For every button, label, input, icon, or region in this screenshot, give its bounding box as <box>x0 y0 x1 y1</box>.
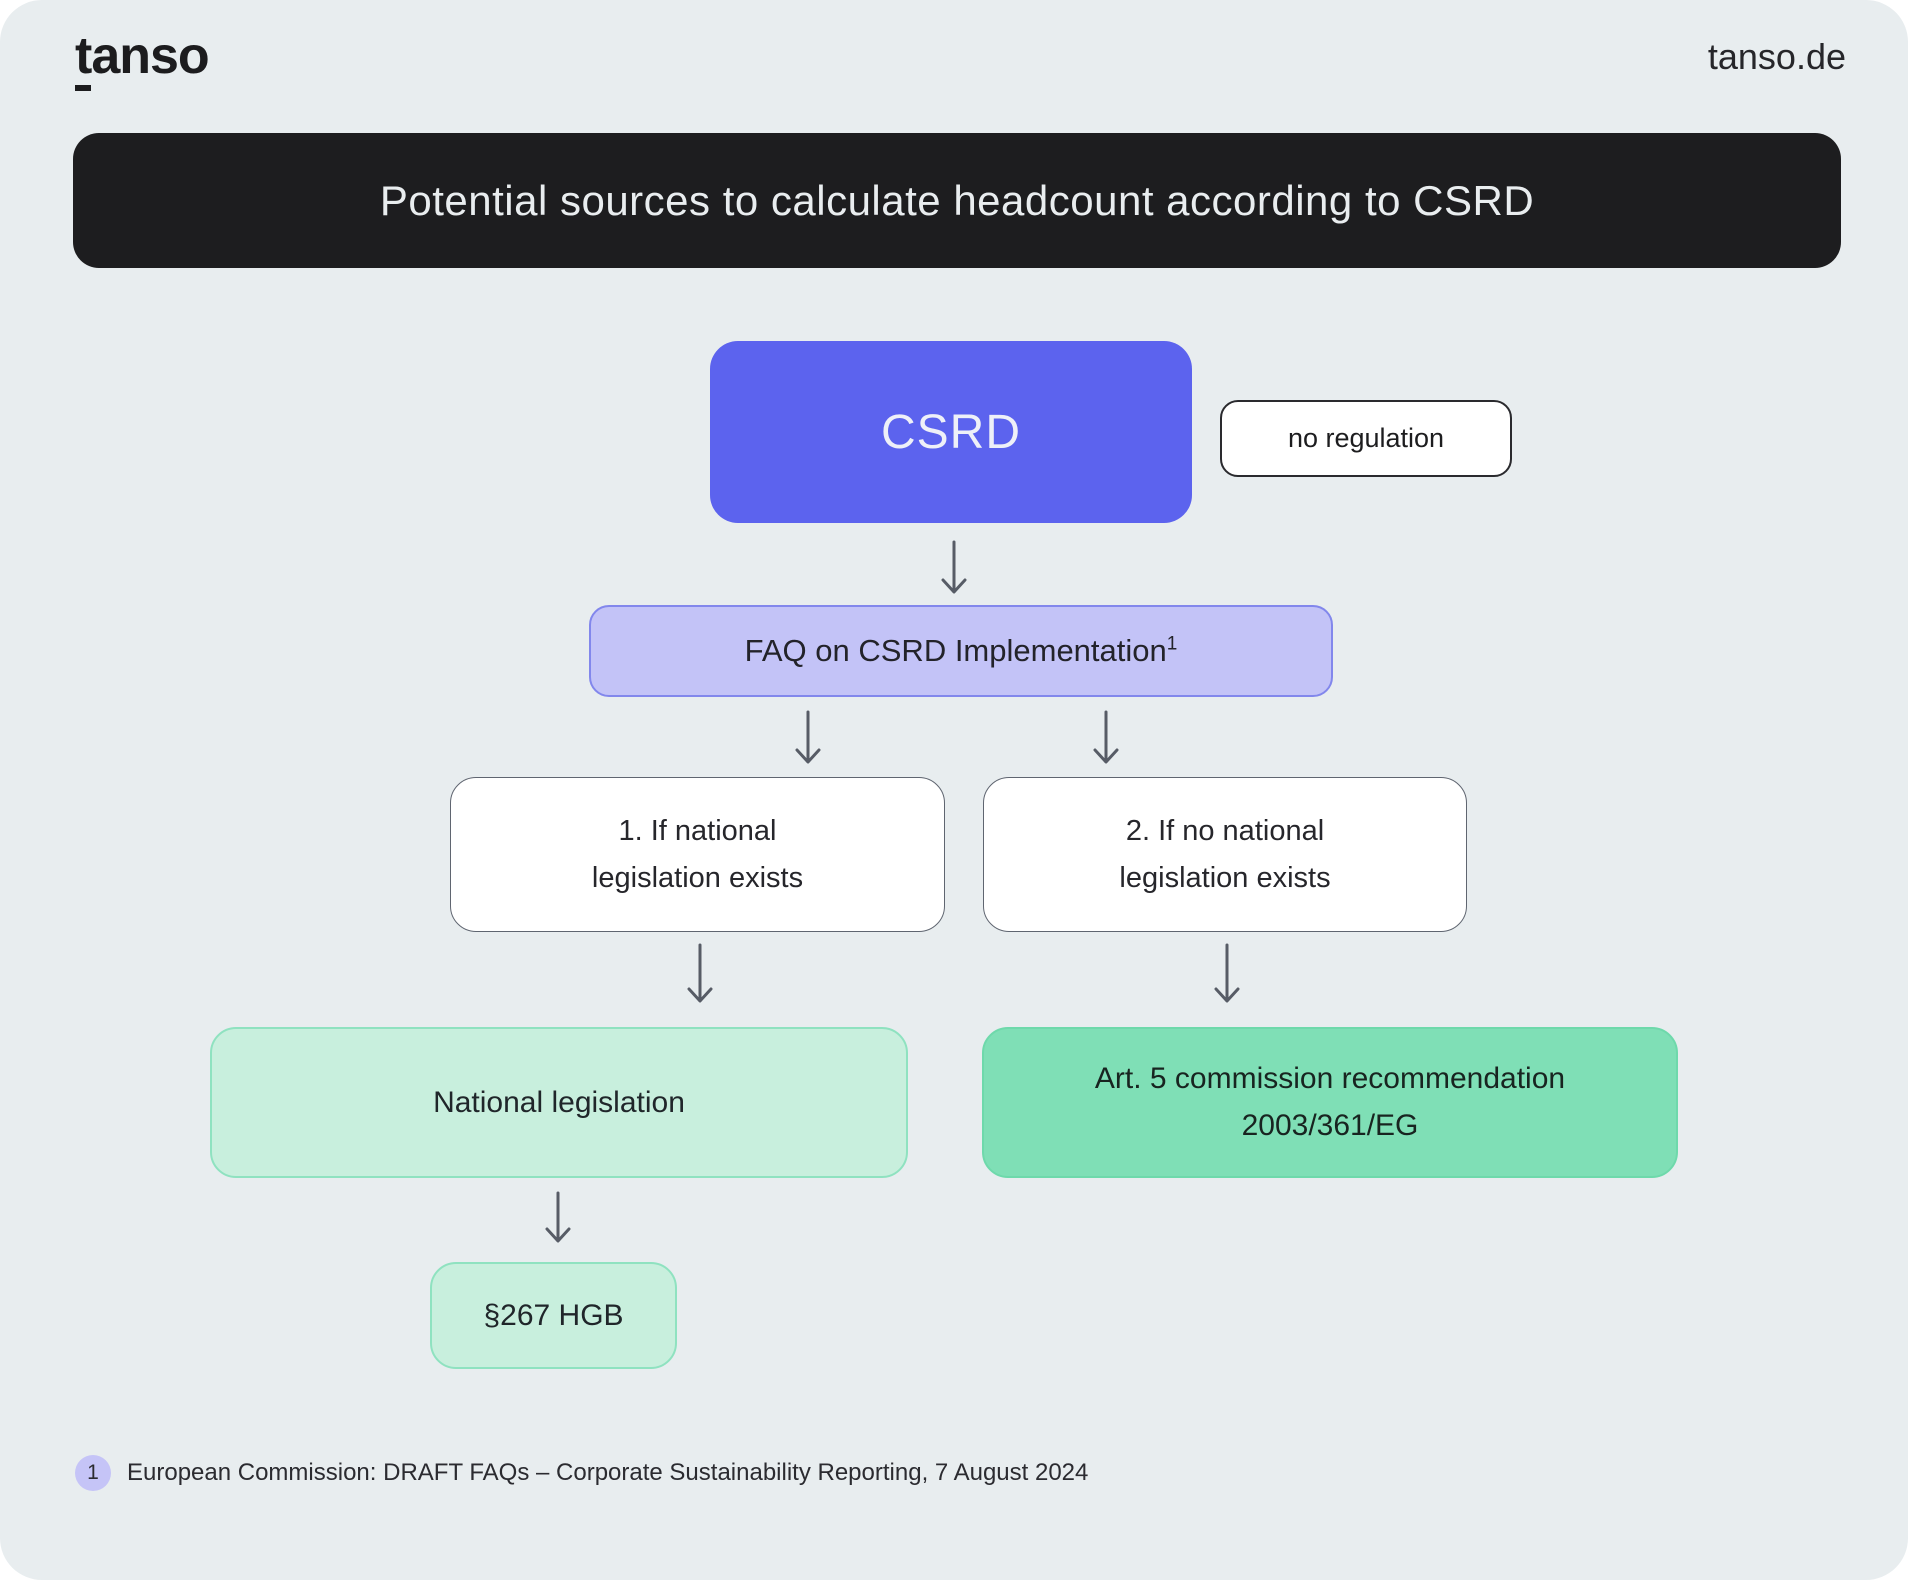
faq-label: FAQ on CSRD Implementation1 <box>745 633 1178 669</box>
flow-node-no-regulation: no regulation <box>1220 400 1512 477</box>
down-arrow-icon <box>545 1191 571 1243</box>
branch2-line2: legislation exists <box>1119 861 1331 894</box>
logo-rest: anso <box>91 27 209 85</box>
faq-footnote-ref: 1 <box>1166 633 1178 655</box>
flow-node-csrd: CSRD <box>710 341 1192 523</box>
art5-line1: Art. 5 commission recommendation <box>1094 1062 1566 1095</box>
csrd-label: CSRD <box>880 405 1021 459</box>
branch2-line1: 2. If no national <box>1125 814 1325 847</box>
website-url: tanso.de <box>1707 36 1846 77</box>
flow-node-267-hgb: §267 HGB <box>430 1262 677 1369</box>
branch1-line1: 1. If national <box>618 814 777 847</box>
flow-node-art5-recommendation: Art. 5 commission recommendation 2003/36… <box>982 1027 1678 1178</box>
art5-label: Art. 5 commission recommendation 2003/36… <box>1095 1056 1565 1149</box>
national-legislation-label: National legislation <box>433 1085 685 1119</box>
flow-node-national-legislation: National legislation <box>210 1027 908 1178</box>
down-arrow-icon <box>1093 710 1119 764</box>
page-title: Potential sources to calculate headcount… <box>379 176 1535 224</box>
footnote-marker-badge: 1 <box>75 1455 111 1491</box>
down-arrow-icon <box>941 540 967 594</box>
down-arrow-icon <box>1214 943 1240 1003</box>
tanso-logo: tanso <box>75 26 210 91</box>
footnote: 1 European Commission: DRAFT FAQs – Corp… <box>75 1455 1088 1491</box>
art5-line2: 2003/361/EG <box>1241 1108 1419 1142</box>
logo-letter-t: t <box>75 29 92 91</box>
branch1-line2: legislation exists <box>591 861 804 894</box>
footnote-text: European Commission: DRAFT FAQs – Corpor… <box>127 1459 1089 1486</box>
flow-node-if-national-legislation: 1. If national legislation exists <box>450 777 945 932</box>
flow-node-faq: FAQ on CSRD Implementation1 <box>589 605 1333 697</box>
branch1-label: 1. If national legislation exists <box>592 808 803 902</box>
hgb-label: §267 HGB <box>483 1298 624 1332</box>
flow-node-if-no-national-legislation: 2. If no national legislation exists <box>983 777 1467 932</box>
down-arrow-icon <box>687 943 713 1003</box>
down-arrow-icon <box>795 710 821 764</box>
faq-label-text: FAQ on CSRD Implementation <box>744 633 1167 668</box>
branch2-label: 2. If no national legislation exists <box>1119 808 1330 902</box>
no-regulation-label: no regulation <box>1287 423 1445 453</box>
title-banner: Potential sources to calculate headcount… <box>73 133 1841 268</box>
